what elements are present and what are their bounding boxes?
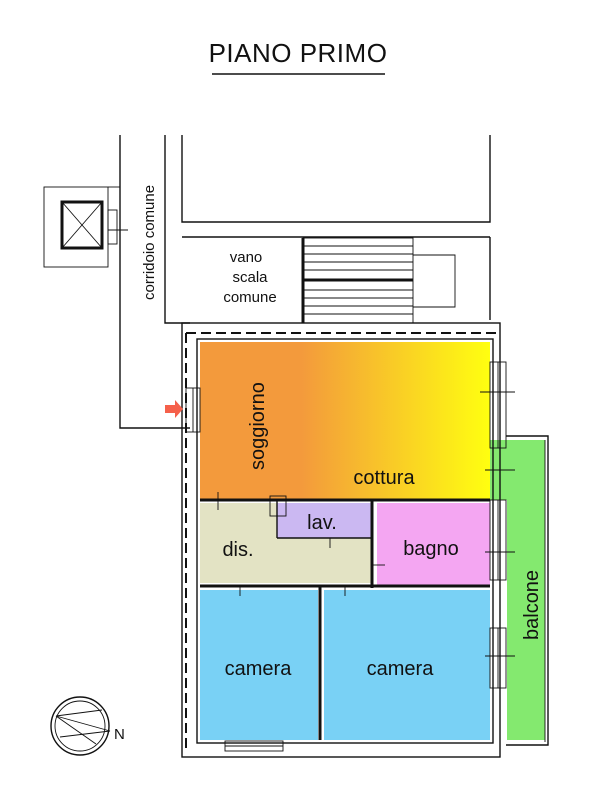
page-title: PIANO PRIMO: [209, 38, 388, 68]
upper-block: [181, 135, 491, 320]
balcony-outline: [506, 435, 549, 746]
room-label-bedroom-left: camera: [225, 658, 293, 680]
room-laundry-fill: [277, 503, 372, 538]
room-bedroom-right-fill: [324, 590, 490, 740]
right-wall-windows: [480, 361, 515, 689]
room-label-kitchen: cottura: [353, 467, 415, 489]
stair-label-line2: scala: [232, 269, 268, 286]
room-bath-fill: [377, 503, 490, 585]
room-label-hall: dis.: [222, 539, 253, 561]
room-label-balcony: balcone: [521, 570, 543, 640]
room-label-bedroom-right: camera: [367, 658, 435, 680]
corridor-label: corridoio comune: [141, 185, 158, 300]
stair-label-line3: comune: [223, 289, 276, 306]
apartment-walls: [181, 322, 501, 758]
entry-door: [185, 387, 201, 433]
compass-icon: [50, 696, 111, 756]
north-label: N: [114, 726, 125, 743]
stair-steps: [301, 237, 456, 324]
room-bedroom-left-fill: [200, 590, 318, 740]
room-living-fill: [200, 342, 490, 499]
entry-arrow-icon: [165, 400, 183, 418]
room-label-living: soggiorno: [247, 382, 269, 470]
stair-label-line1: vano: [230, 249, 263, 266]
balcony-fill: [507, 440, 545, 740]
room-label-bath: bagno: [403, 538, 459, 560]
lift-shaft: [43, 186, 128, 268]
room-label-laundry: lav.: [307, 512, 337, 534]
